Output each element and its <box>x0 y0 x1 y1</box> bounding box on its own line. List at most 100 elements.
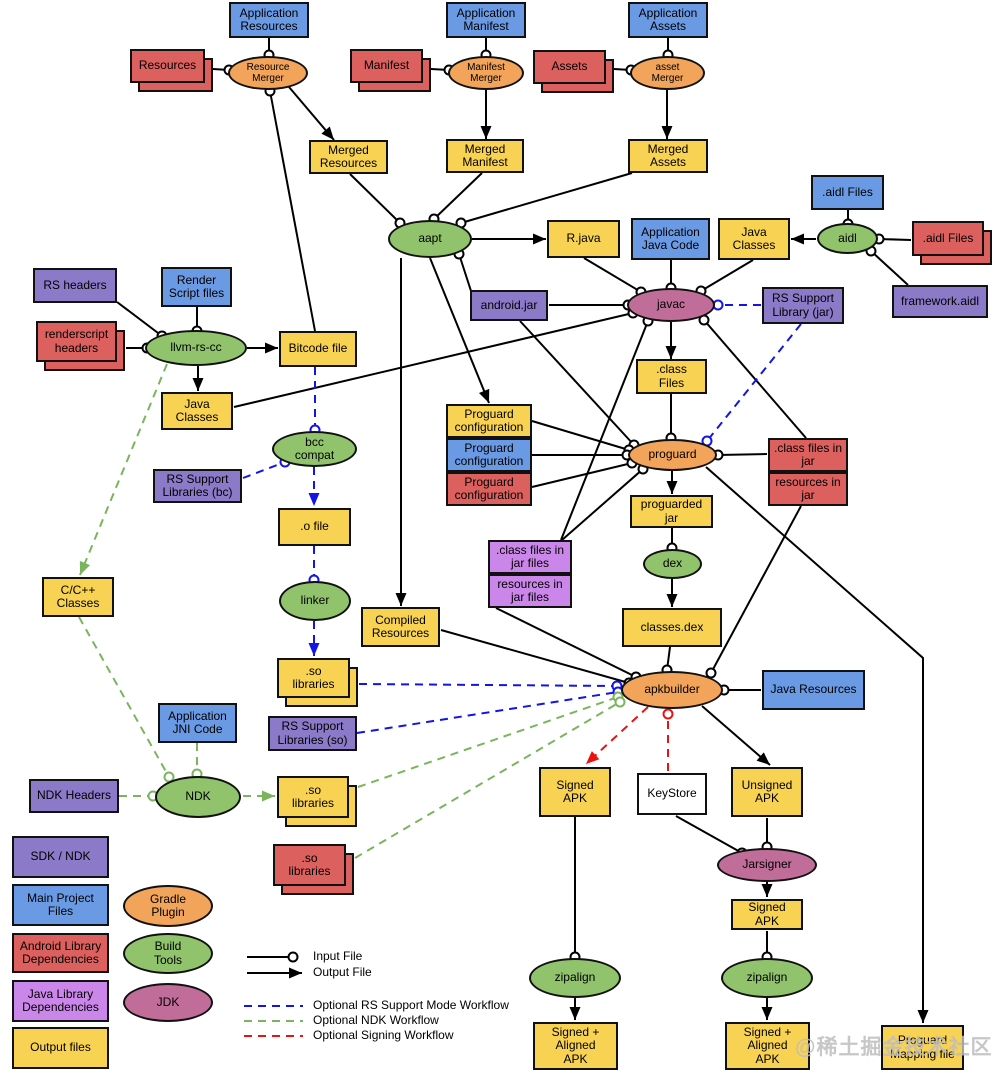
bcc-compat: bcc compat <box>272 431 357 467</box>
render-script-files: Render Script files <box>161 267 232 307</box>
edge-44-arrowhead-icon <box>917 1010 929 1023</box>
legend-main-project-files: Main Project Files <box>12 884 109 926</box>
rs-support-libraries-so: RS Support Libraries (so) <box>268 716 357 751</box>
compiled-resources: Compiled Resources <box>361 607 440 647</box>
edge-35 <box>519 320 635 446</box>
keystore: KeyStore <box>637 773 707 815</box>
edge-3-arrowhead-icon <box>321 126 334 140</box>
edge-15-arrowhead-icon <box>395 593 407 606</box>
llvm-rs-cc: llvm-rs-cc <box>145 330 247 366</box>
legend-label-1: Output File <box>313 965 372 979</box>
edge-19 <box>870 250 909 286</box>
edge-16 <box>429 257 490 404</box>
edge-46 <box>440 629 630 684</box>
edge-67-arrowhead-icon <box>79 560 91 575</box>
edge-23 <box>700 259 754 292</box>
bitcode-file: Bitcode file <box>279 331 357 367</box>
edge-12 <box>460 172 633 224</box>
edge-57-arrowhead-icon <box>569 1007 581 1020</box>
class-files-in-jar: .class files in jar <box>768 438 848 472</box>
signed-apk-debug: Signed APK <box>539 767 611 817</box>
manifest-stack: Manifest <box>350 49 423 83</box>
legend-sdk-ndk: SDK / NDK <box>12 836 109 878</box>
edge-6-arrowhead-icon <box>480 126 492 139</box>
rs-support-libraries-bc: RS Support Libraries (bc) <box>153 469 242 503</box>
edge-36 <box>531 420 630 451</box>
edge-59 <box>242 461 286 479</box>
assets-stack: Assets <box>533 50 606 84</box>
edge-47 <box>495 607 637 678</box>
unsigned-apk: Unsigned APK <box>731 767 803 817</box>
edge-43-arrowhead-icon <box>666 594 678 607</box>
edge-20-arrowhead-icon <box>791 233 804 245</box>
apkbuilder: apkbuilder <box>621 671 723 709</box>
so-libraries-ndk: .so libraries <box>277 776 349 818</box>
rs-headers: RS headers <box>33 268 117 303</box>
edge-39 <box>561 468 644 541</box>
edge-55-arrowhead-icon <box>761 1007 773 1020</box>
edge-27 <box>560 320 649 541</box>
r-java: R.java <box>547 220 620 258</box>
aidl-files-app: .aidl Files <box>811 175 884 210</box>
java-classes-aidl: Java Classes <box>718 218 790 260</box>
edge-74-arrowhead-icon <box>586 751 600 764</box>
edge-73-input-port-icon <box>614 696 626 708</box>
java-classes-rs: Java Classes <box>161 392 233 430</box>
edge-62-arrowhead-icon <box>308 643 320 656</box>
edge-16-arrowhead-icon <box>479 388 490 403</box>
merged-manifest: Merged Manifest <box>446 139 524 173</box>
legend-line-sample-1-arrowhead-icon <box>289 967 302 979</box>
legend-line-sample-0-input-port-icon <box>287 951 299 963</box>
dex: dex <box>643 549 702 579</box>
edge-41-arrowhead-icon <box>666 481 678 494</box>
edge-50 <box>701 705 771 766</box>
edge-53-arrowhead-icon <box>761 884 773 897</box>
edge-9-arrowhead-icon <box>661 126 673 139</box>
aidl: aidl <box>817 223 878 254</box>
java-resources: Java Resources <box>762 670 865 710</box>
edge-34-arrowhead-icon <box>192 378 204 391</box>
resources-in-jar: resources in jar <box>768 472 848 506</box>
application-resources: Application Resources <box>229 2 309 38</box>
edge-60-arrowhead-icon <box>308 493 320 506</box>
so-libraries-lib: .so libraries <box>273 844 346 886</box>
edge-33-arrowhead-icon <box>265 342 278 354</box>
legend-label-0: Input File <box>313 949 363 963</box>
framework-aidl: framework.aidl <box>892 285 988 318</box>
resources-in-jar-files: resources in jar files <box>488 574 572 608</box>
legend-output-files: Output files <box>12 1027 109 1069</box>
classes-dex: classes.dex <box>622 608 722 647</box>
edge-68 <box>78 616 170 778</box>
resources-stack: Resources <box>130 49 205 83</box>
jarsigner: Jarsigner <box>717 848 817 882</box>
edge-52 <box>675 815 743 854</box>
legend-label-4: Optional Signing Workflow <box>313 1028 454 1042</box>
application-jni-code: Application JNI Code <box>158 703 237 743</box>
rs-support-library-jar: RS Support Library (jar) <box>762 287 844 324</box>
edge-38 <box>531 462 633 488</box>
edge-2 <box>269 90 316 332</box>
edge-44 <box>705 466 924 1023</box>
application-java-code: Application Java Code <box>631 218 710 260</box>
edge-40 <box>717 453 768 456</box>
edge-63 <box>358 683 618 687</box>
legend-label-3: Optional NDK Workflow <box>313 1013 439 1027</box>
aapt: aapt <box>388 220 472 258</box>
so-libraries-rs: .so libraries <box>277 658 350 698</box>
signed-apk: Signed APK <box>731 899 803 930</box>
merged-assets: Merged Assets <box>628 139 708 173</box>
application-assets: Application Assets <box>628 2 708 38</box>
linker: linker <box>279 581 351 621</box>
android-jar: android.jar <box>470 290 548 321</box>
asset-merger: asset Merger <box>630 56 705 90</box>
legend-android-library-dependencies: Android Library Dependencies <box>12 933 109 973</box>
edge-28-arrowhead-icon <box>665 346 677 359</box>
edge-48 <box>710 505 802 674</box>
merged-resources: Merged Resources <box>309 140 388 174</box>
edge-75-input-port-icon <box>662 708 674 720</box>
edge-25 <box>233 312 634 408</box>
edge-66 <box>706 323 802 442</box>
ndk: NDK <box>155 776 241 818</box>
proguarded-jar: proguarded jar <box>630 495 713 528</box>
edge-74 <box>585 706 649 765</box>
